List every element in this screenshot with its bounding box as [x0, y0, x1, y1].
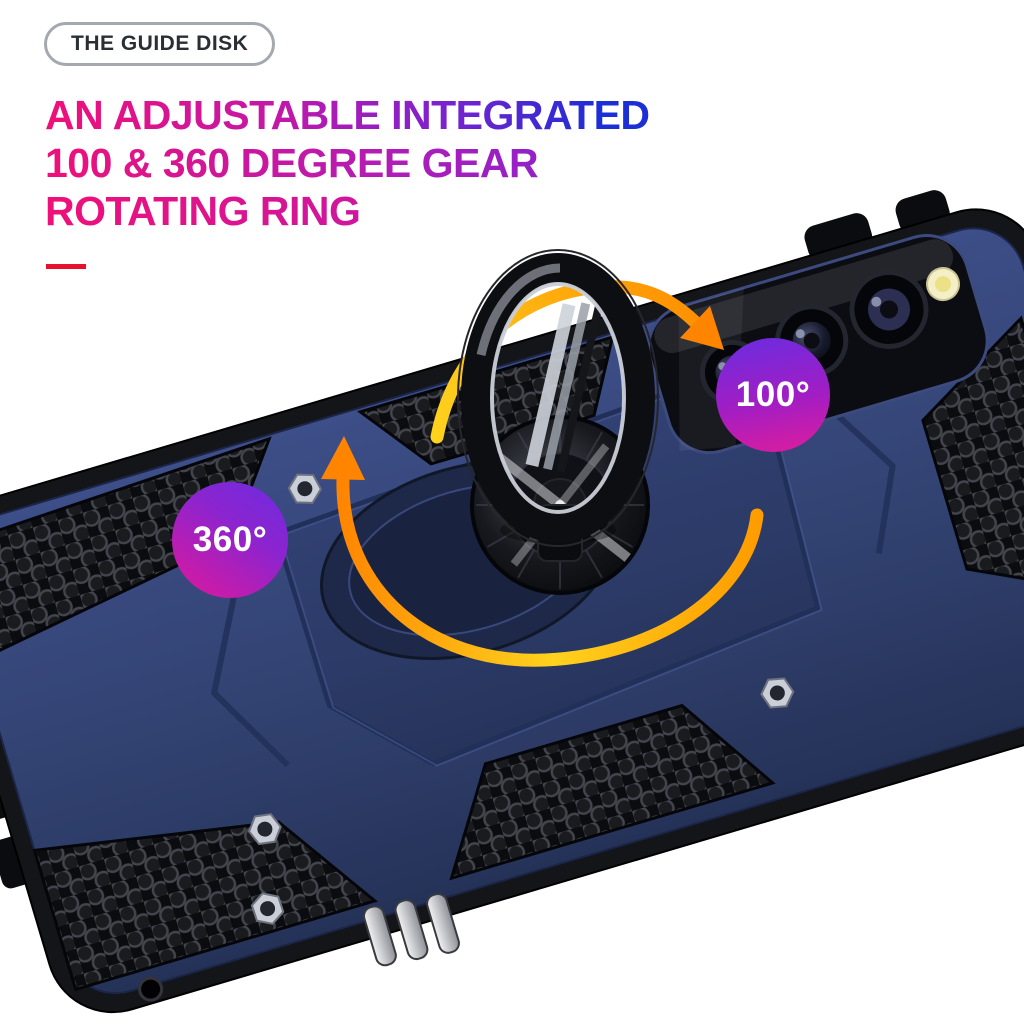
guide-disk-badge-label: THE GUIDE DISK	[71, 32, 249, 55]
headphone-jack-hole	[138, 976, 164, 1002]
arrowhead-icon	[321, 436, 365, 480]
headline-line-1: AN ADJUSTABLE INTEGRATED	[45, 92, 650, 138]
corner-screws	[247, 473, 795, 925]
ring-kickstand	[457, 249, 659, 547]
camera-lens	[849, 269, 929, 349]
kickstand-bracket	[525, 302, 603, 474]
arrowhead-icon	[680, 306, 724, 350]
rotation-360-callout: 360°	[172, 482, 288, 598]
rotation-100-callout: 100°	[716, 338, 830, 452]
page-title: AN ADJUSTABLE INTEGRATED 100 & 360 DEGRE…	[45, 92, 650, 236]
guide-disk-badge: THE GUIDE DISK	[44, 22, 276, 66]
rotation-arrow-bottom	[321, 436, 764, 667]
speaker-slots	[363, 892, 460, 967]
headline-line-3: ROTATING RING	[45, 188, 650, 236]
rotation-360-label: 360°	[192, 520, 268, 559]
headline-line-2: 100 & 360 DEGREE GEAR	[45, 140, 650, 188]
camera-flash	[926, 267, 961, 302]
accent-dash	[46, 264, 86, 269]
rotation-100-label: 100°	[735, 375, 811, 414]
